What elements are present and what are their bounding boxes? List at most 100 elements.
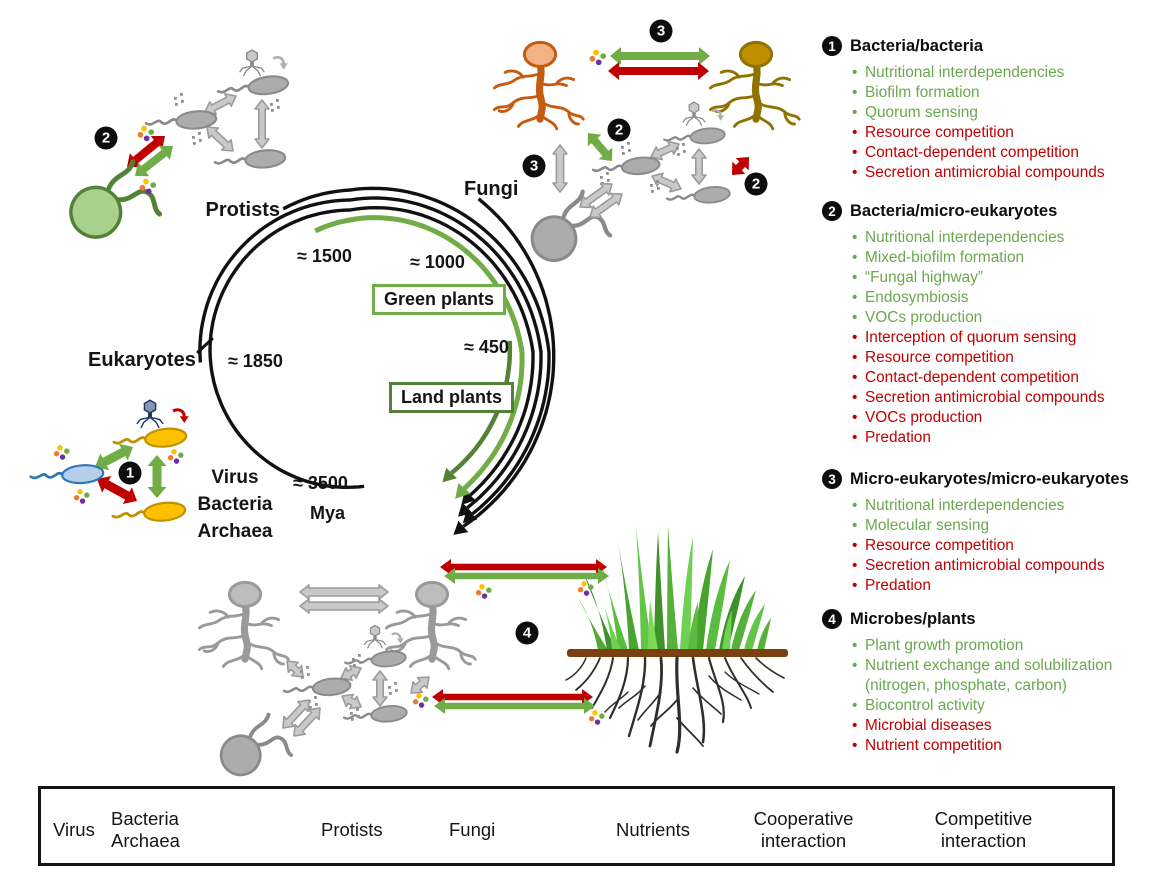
green-plants-box: Green plants (372, 284, 507, 315)
cooperative-arrow (434, 698, 595, 714)
root (708, 675, 742, 701)
bullet-dot: • (852, 269, 858, 286)
cooperative-arrow (135, 145, 173, 177)
grass-blade (583, 572, 616, 650)
fungi-label: Fungi (464, 178, 519, 200)
interaction-item-label: Biocontrol activity (865, 697, 985, 714)
bacteria-icon (665, 186, 731, 204)
secretion-dots-icon (300, 666, 310, 679)
interaction-item-competitive: •Secretion antimicrobial compounds (852, 388, 1153, 408)
gray-exchange-arrow (293, 707, 321, 737)
origin-bacteria: Bacteria (197, 494, 273, 515)
mya-label: Mya (310, 503, 346, 523)
soil-line (567, 649, 788, 657)
cooperative-arrow (147, 455, 167, 498)
fungus-icon-olive (708, 40, 801, 131)
grass-blade (578, 598, 608, 650)
bullet-dot: • (852, 497, 858, 514)
interaction-item-cooperative: •Quorum sensing (852, 103, 1153, 123)
nutrients-icon (412, 693, 429, 708)
section-title: Micro-eukaryotes/micro-eukaryotes (850, 469, 1129, 488)
interaction-item-competitive: •Predation (852, 428, 1153, 448)
secretion-dots-icon (676, 143, 686, 156)
badge-bacteria-bacteria: 1 (118, 461, 142, 485)
interaction-item-cooperative: • Nutritional interdependencies (852, 496, 1153, 516)
competitive-arrow (440, 559, 607, 575)
land-plants-box: Land plants (389, 382, 515, 413)
legend-label-line: Nutrients (616, 819, 691, 840)
bacteria-icon (144, 110, 218, 130)
gray-exchange-arrow (650, 140, 680, 161)
root (724, 671, 760, 695)
grass-blade (680, 537, 693, 650)
cooperative-arrow (610, 47, 710, 65)
section-item-list: •Plant growth promotion•Nutrient exchang… (822, 636, 1153, 756)
bullet-dot: • (852, 697, 858, 714)
gray-exchange-arrow (299, 598, 389, 614)
legend-label-nutrients: Nutrients (616, 819, 701, 841)
bullet-dot: • (852, 164, 858, 181)
replication-arrow-icon (711, 109, 725, 121)
interaction-item-competitive: •Microbial diseases (852, 716, 1153, 736)
replication-arrow-icon (272, 55, 288, 70)
legend-label-line: interaction (760, 830, 847, 851)
gray-exchange-arrow (552, 144, 568, 193)
interaction-item-cooperative: •Molecular sensing (852, 516, 1153, 536)
bacteria-icon (663, 127, 726, 145)
nutrients-icon (53, 445, 70, 460)
bacteria-icon (213, 149, 287, 169)
section-item-list: •Nutritional interdependencies•Biofilm f… (822, 63, 1153, 183)
nutrients-icon (475, 584, 492, 599)
timeline-arc-origin (208, 205, 535, 497)
interaction-item-label: Predation (865, 429, 931, 446)
competitive-arrow (127, 136, 165, 167)
legend-label-virus: Virus (53, 819, 113, 841)
interaction-item-label: Resource competition (865, 349, 1014, 366)
grass-blade (667, 526, 678, 650)
competitive-arrow (432, 689, 593, 705)
bacteria-icon-yellow (111, 501, 187, 522)
bullet-dot: • (852, 409, 858, 426)
gray-exchange-arrow (579, 182, 613, 209)
interaction-item-label: Nutritional interdependencies (865, 497, 1065, 514)
bacteria-icon (216, 75, 290, 96)
grass-blade (731, 590, 756, 650)
bullet-dot: • (852, 517, 858, 534)
root (648, 656, 663, 748)
bullet-dot: • (852, 577, 858, 594)
grass-blade (654, 532, 665, 650)
badge-micro-micro: 3 (522, 154, 546, 178)
fungus-icon-orange (492, 40, 585, 131)
bullet-dot: • (852, 64, 858, 81)
grass-plant (565, 526, 788, 754)
secretion-dots-icon (621, 142, 631, 155)
interaction-item-label: Secretion antimicrobial compounds (865, 557, 1105, 574)
timeline-arc-protists (282, 186, 551, 516)
virus-icon (363, 624, 387, 649)
bacteria-icon (342, 705, 408, 723)
interaction-item-cooperative: • Biocontrol activity (852, 696, 1153, 716)
legend-label-line: interaction (940, 830, 1027, 851)
root (608, 656, 630, 720)
grass-blade (604, 606, 621, 650)
interaction-item-label: Predation (865, 577, 931, 594)
interaction-item-label: Nutrient competition (865, 737, 1002, 754)
grass-blade (757, 618, 771, 650)
virus-icon (239, 49, 265, 77)
legend-label-line: Protists (321, 819, 383, 840)
bacteria-icon (344, 650, 407, 668)
section-title: Bacteria/micro-eukaryotes (850, 201, 1058, 220)
interaction-item-cooperative: •“Fungal highway” (852, 268, 1153, 288)
interaction-item-competitive: •Resource competition (852, 536, 1153, 556)
bullet-dot: • (852, 84, 858, 101)
root (724, 657, 752, 709)
gray-exchange-arrow (299, 584, 389, 600)
legend-label-line: Competitive (934, 808, 1033, 829)
